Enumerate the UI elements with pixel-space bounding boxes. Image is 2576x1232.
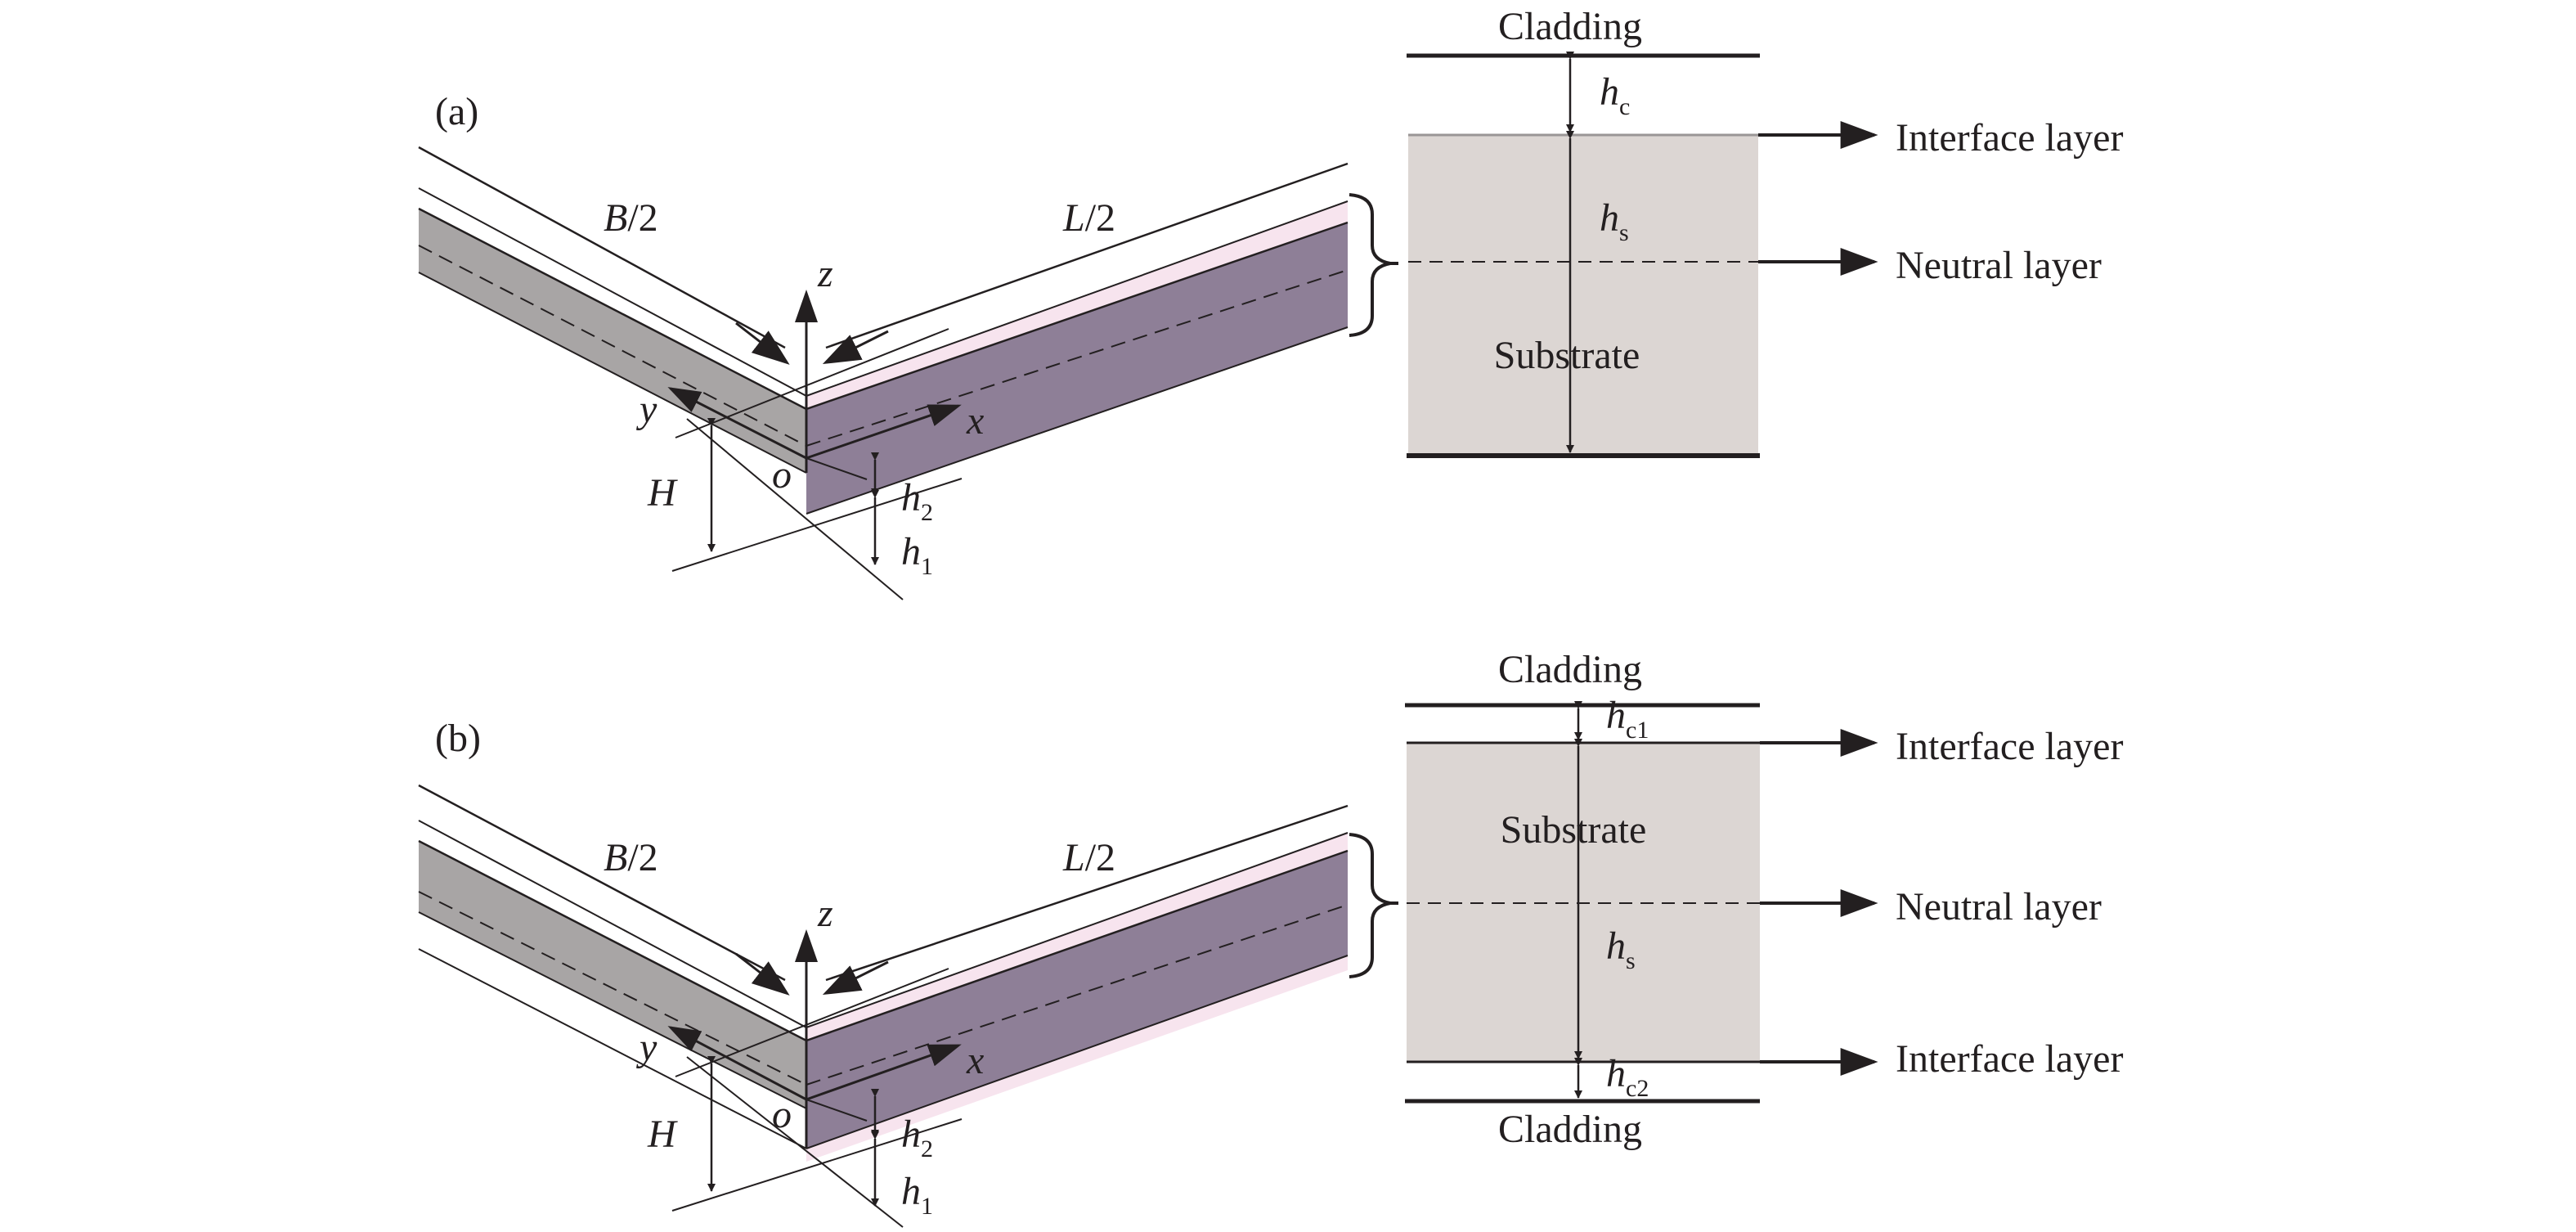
panel-b-substrate-label: Substrate bbox=[1501, 808, 1647, 852]
panel-b-hc1-label: hc1 bbox=[1606, 694, 1649, 744]
panel-a-y-axis bbox=[667, 387, 807, 460]
panel-a-hc-label: hc bbox=[1600, 70, 1630, 120]
panel-b-beam bbox=[418, 784, 1398, 1162]
panel-b-neutral-label: Neutral layer bbox=[1896, 885, 2102, 928]
panel-b-bracket bbox=[1349, 833, 1391, 978]
panel-b-b-half-label: B/2 bbox=[604, 836, 658, 879]
panel-b-cladding-bottom-label: Cladding bbox=[1498, 1108, 1642, 1151]
panel-b-cladding-top-label: Cladding bbox=[1498, 648, 1642, 691]
panel-a-b-half-label: B/2 bbox=[604, 196, 658, 240]
panel-a-purple-face bbox=[806, 223, 1348, 514]
panel-b-y-axis bbox=[667, 1026, 807, 1101]
panel-a: (a) bbox=[418, 5, 2123, 600]
panel-a-pink-cladding bbox=[806, 201, 1348, 409]
panel-a-origin-label: o bbox=[772, 453, 792, 497]
panel-b: (b) bbox=[418, 648, 2123, 1228]
panel-a-neutral-label: Neutral layer bbox=[1896, 244, 2102, 287]
panel-b-interface-top-label: Interface layer bbox=[1896, 725, 2123, 768]
panel-b-y-label: y bbox=[635, 1026, 657, 1069]
panel-b-origin-label: o bbox=[772, 1093, 792, 1136]
panel-a-substrate-label: Substrate bbox=[1494, 334, 1640, 377]
panel-a-substrate-block bbox=[1408, 135, 1758, 456]
panel-b-tag: (b) bbox=[435, 717, 481, 760]
panel-b-cross-section: Cladding hc1 Substrate hs hc2 Cladding I… bbox=[1405, 648, 2123, 1151]
panel-b-pink-top bbox=[806, 833, 1348, 1041]
panel-a-axes bbox=[667, 290, 963, 600]
panel-a-z-label: z bbox=[817, 252, 833, 295]
panel-a-y-label: y bbox=[635, 388, 657, 431]
panel-a-tag: (a) bbox=[435, 90, 478, 133]
panel-a-x-label: x bbox=[966, 399, 984, 443]
panel-a-beam bbox=[418, 146, 1398, 515]
panel-a-l-half-label: L/2 bbox=[1062, 196, 1115, 240]
panel-b-l-half-label: L/2 bbox=[1062, 836, 1115, 879]
panel-a-H-label: H bbox=[647, 471, 678, 515]
panel-b-grey-face bbox=[419, 841, 806, 1108]
panel-b-H-label: H bbox=[647, 1113, 678, 1156]
panel-a-interface-label: Interface layer bbox=[1896, 116, 2123, 160]
panel-b-purple-face bbox=[806, 851, 1348, 1149]
panel-b-h2-label: h2 bbox=[901, 1113, 933, 1162]
panel-b-hs-label: hs bbox=[1606, 924, 1636, 974]
panel-a-x-axis bbox=[806, 404, 962, 460]
panel-a-h2-label: h2 bbox=[901, 476, 933, 526]
panel-b-pink-bottom bbox=[806, 955, 1348, 1162]
panel-b-z-label: z bbox=[817, 892, 833, 935]
panel-a-bracket bbox=[1349, 193, 1391, 337]
panel-a-grey-face bbox=[419, 209, 806, 473]
panel-b-x-axis bbox=[806, 1044, 962, 1101]
panel-b-hc2-label: hc2 bbox=[1606, 1052, 1649, 1102]
panel-a-hs-label: hs bbox=[1600, 196, 1629, 246]
panel-b-h1-label: h1 bbox=[901, 1170, 933, 1220]
panel-a-cross-section: Cladding hc hs Substrate Interface layer… bbox=[1407, 5, 2123, 458]
panel-b-interface-bottom-label: Interface layer bbox=[1896, 1037, 2123, 1081]
panel-a-h1-label: h1 bbox=[901, 530, 933, 580]
panel-b-x-label: x bbox=[966, 1039, 984, 1082]
panel-a-cladding-label: Cladding bbox=[1498, 5, 1642, 48]
panel-b-axes bbox=[667, 929, 963, 1228]
